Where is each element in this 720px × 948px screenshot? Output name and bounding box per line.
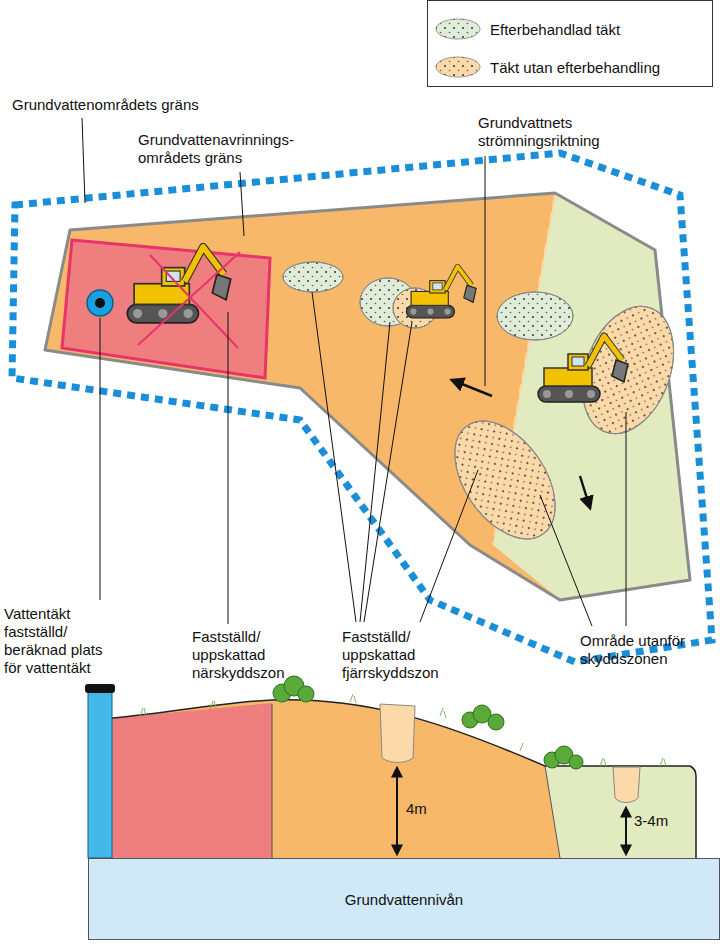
border-label: Grundvattenområdets gräns [12,96,272,114]
legend: Efterbehandlad täktTäkt utan efterbehand… [427,0,713,87]
well-label: Vattentäkt fastställd/ beräknad plats fö… [4,605,116,677]
dimension-label: 3-4m [634,812,694,830]
legend-swatch-fill [436,57,480,77]
legend-swatch [434,55,482,79]
legend-swatch-fill [436,19,480,39]
swatch-dots [436,57,480,77]
dimension-label: 4m [406,800,466,818]
legend-entry: Efterbehandlad täkt [434,16,620,42]
border-label: Grundvattenavrinnings- områdets gräns [138,131,338,167]
zone-label: Fastställd/ uppskattad närskyddszon [192,628,304,682]
zone-label: Område utanför skyddszonen [580,632,715,668]
band-label: Grundvattennivån [345,891,463,908]
legend-text: Efterbehandlad täkt [490,21,620,38]
zone-label: Fastställd/ uppskattad fjärrskyddszon [342,628,460,682]
legend-entry: Täkt utan efterbehandling [434,54,660,80]
swatch-dots [436,19,480,39]
legend-swatch [434,17,482,41]
legend-text: Täkt utan efterbehandling [490,59,660,76]
groundwater-band: Grundvattennivån [88,858,720,940]
flow-label: Grundvattnets strömningsriktning [478,114,628,150]
